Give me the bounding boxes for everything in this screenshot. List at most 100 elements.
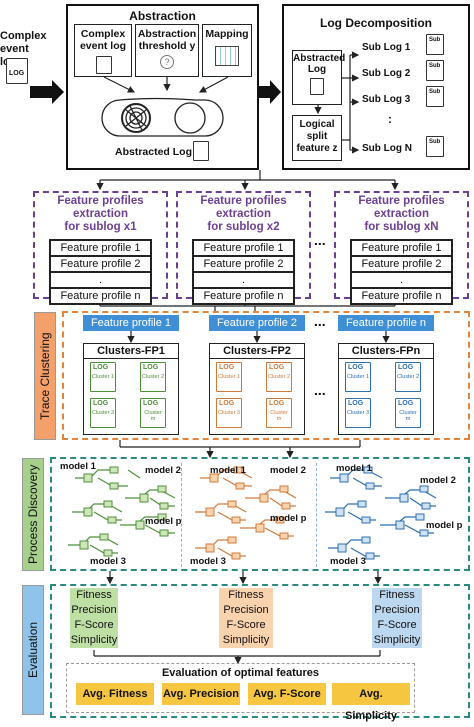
trace-clustering-label: Trace Clustering xyxy=(34,312,56,440)
o-precision: Precision xyxy=(219,603,273,618)
metrics-green: Fitness Precision F-Score Simplicity xyxy=(70,588,118,648)
o-fitness: Fitness xyxy=(219,588,273,603)
trace-clustering-panel xyxy=(62,311,470,440)
g-simplicity: Simplicity xyxy=(70,633,118,648)
g-model-3: model 3 xyxy=(90,556,126,567)
input-log-icon: LOG xyxy=(6,58,28,84)
g-model-p: model p xyxy=(145,516,182,527)
sublog-ellipsis: : xyxy=(388,112,392,126)
sublog-2-doc-icon: Sub xyxy=(426,60,444,81)
cluster-profile-1: Feature profile 1 xyxy=(83,315,179,331)
model-nodes xyxy=(79,466,431,560)
fp2-row-dots: . xyxy=(193,272,294,288)
g-model-1: model 1 xyxy=(60,461,96,472)
avg-fscore: Avg. F-Score xyxy=(248,683,326,705)
discovery-divider-2 xyxy=(316,463,317,567)
sublog-3-label: Sub Log 3 xyxy=(362,94,411,105)
cluster-profile-n: Feature profile n xyxy=(338,315,434,331)
fp2-row-n: Feature profile n xyxy=(193,288,294,304)
sublog-1-label: Sub Log 1 xyxy=(362,42,411,53)
abstraction-title: Abstraction xyxy=(129,9,196,23)
calendar-icon xyxy=(215,46,239,66)
complex-log-doc-icon xyxy=(96,56,112,74)
b-model-p: model p xyxy=(426,520,463,531)
g-fscore: F-Score xyxy=(70,618,118,633)
avg-simplicity: Avg. Simplicity xyxy=(332,683,410,722)
process-discovery-panel xyxy=(50,457,470,571)
extraction-ellipsis: ... xyxy=(314,232,326,248)
fp2-row-1: Feature profile 1 xyxy=(193,240,294,256)
avg-precision: Avg. Precision xyxy=(162,683,240,705)
o-model-3: model 3 xyxy=(190,556,226,567)
process-discovery-label: Process Discovery xyxy=(22,458,44,571)
cluster-ellipsis: ... xyxy=(314,382,326,398)
abstraction-to-decomp-arrow xyxy=(259,80,281,104)
g-precision: Precision xyxy=(70,603,118,618)
avg-fitness: Avg. Fitness xyxy=(76,683,154,705)
question-icon: ? xyxy=(160,55,174,69)
abstracted-log-doc-icon xyxy=(193,141,209,161)
fp2-row-2: Feature profile 2 xyxy=(193,256,294,272)
sublog-1-doc-icon: Sub xyxy=(426,34,444,55)
optimal-features-box: Evaluation of optimal features xyxy=(66,663,415,713)
b-precision: Precision xyxy=(372,603,422,618)
metrics-blue: Fitness Precision F-Score Simplicity xyxy=(372,588,422,648)
abstraction-graph xyxy=(101,97,224,137)
fp1-row-1: Feature profile 1 xyxy=(50,240,151,256)
sublog-2-label: Sub Log 2 xyxy=(362,68,411,79)
sublog-3-doc-icon: Sub xyxy=(426,86,444,107)
b-fscore: F-Score xyxy=(372,618,422,633)
evaluation-panel xyxy=(50,584,470,718)
fp1-row-dots: . xyxy=(50,272,151,288)
metrics-orange: Fitness Precision F-Score Simplicity xyxy=(219,588,273,648)
b-fitness: Fitness xyxy=(372,588,422,603)
o-model-1: model 1 xyxy=(210,465,246,476)
o-model-2: model 2 xyxy=(270,465,306,476)
sublog-n-label: Sub Log N xyxy=(362,143,412,154)
cluster-profile-2: Feature profile 2 xyxy=(209,315,305,331)
b-model-1: model 1 xyxy=(336,463,372,474)
o-fscore: F-Score xyxy=(219,618,273,633)
fpn-row-2: Feature profile 2 xyxy=(351,256,452,272)
fp1-row-n: Feature profile n xyxy=(50,288,151,304)
abstracted-log-label: Abstracted Log xyxy=(115,146,193,158)
b-model-3: model 3 xyxy=(330,556,366,567)
evaluation-label: Evaluation xyxy=(22,585,44,715)
fpn-row-dots: . xyxy=(351,272,452,288)
sublog-n-doc-icon: Sub xyxy=(426,136,444,157)
mapping-box: Mapping xyxy=(202,24,252,77)
decomposition-panel: Log Decomposition xyxy=(282,4,470,170)
input-arrow xyxy=(30,80,64,104)
g-model-2: model 2 xyxy=(145,465,181,476)
g-fitness: Fitness xyxy=(70,588,118,603)
optimal-features-title: Evaluation of optimal features xyxy=(161,667,320,679)
fp1-row-2: Feature profile 2 xyxy=(50,256,151,272)
abstraction-panel: Abstraction xyxy=(66,4,259,170)
fpn-row-1: Feature profile 1 xyxy=(351,240,452,256)
fpn-row-n: Feature profile n xyxy=(351,288,452,304)
b-model-2: model 2 xyxy=(420,475,456,486)
o-simplicity: Simplicity xyxy=(219,633,273,648)
decomposition-title: Log Decomposition xyxy=(320,16,432,30)
decomp-log-doc-icon xyxy=(310,78,324,95)
discovery-divider-1 xyxy=(181,463,182,567)
